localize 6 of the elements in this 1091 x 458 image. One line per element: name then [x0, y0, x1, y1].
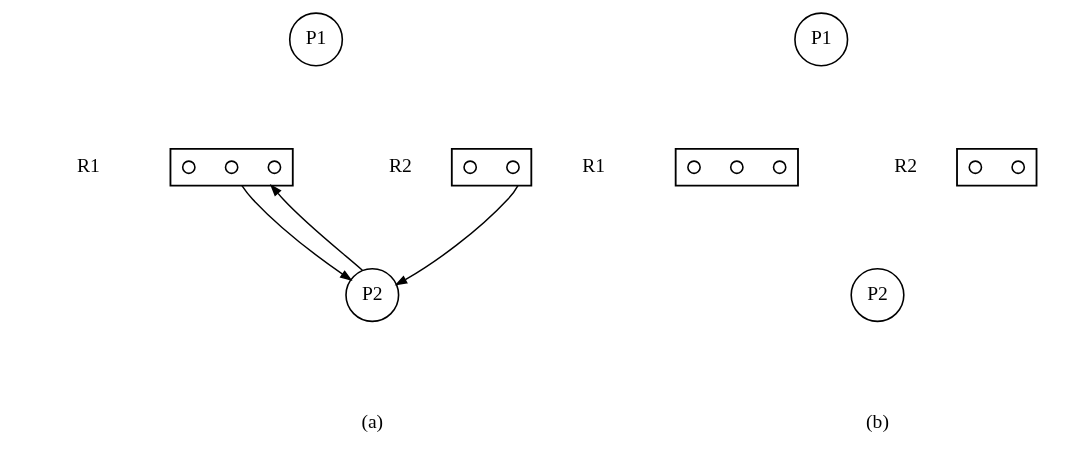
label: (a) [360, 410, 383, 432]
label: (b) [865, 410, 889, 432]
node-label: R2 [388, 154, 412, 176]
node-label: R1 [581, 154, 605, 176]
node-label: R1 [76, 154, 100, 176]
node-label: R2 [893, 154, 917, 176]
